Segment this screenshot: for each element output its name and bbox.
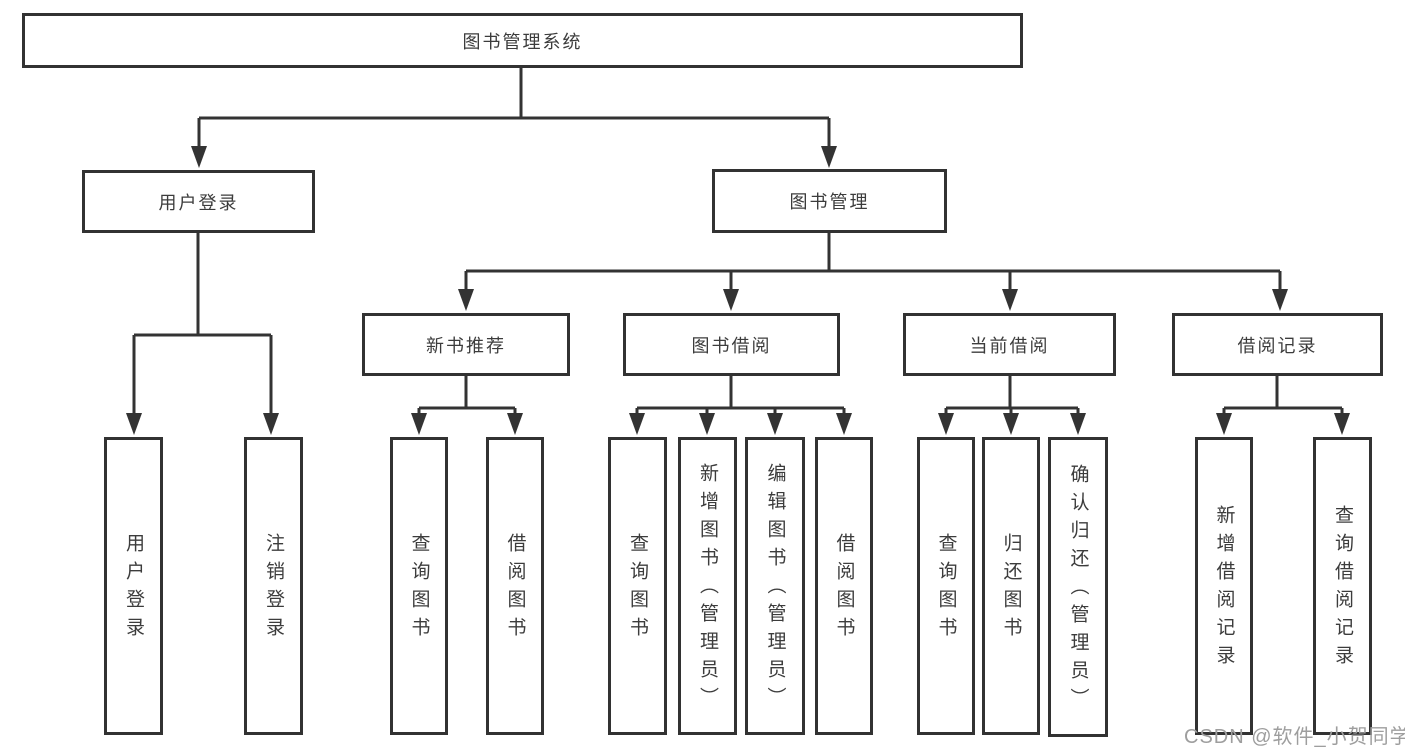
node-root-library-system: 图书管理系统 — [22, 13, 1023, 68]
leaf-query-books-recommend: 查询图书 — [390, 437, 448, 735]
leaf-add-books-admin: 新增图书（管理员） — [678, 437, 737, 735]
leaf-user-login: 用户登录 — [104, 437, 163, 735]
node-book-borrow: 图书借阅 — [623, 313, 840, 376]
node-book-management: 图书管理 — [712, 169, 947, 233]
node-user-login: 用户登录 — [82, 170, 315, 233]
leaf-query-books-current: 查询图书 — [917, 437, 975, 735]
leaf-add-borrow-record: 新增借阅记录 — [1195, 437, 1253, 735]
leaf-borrow-books-recommend: 借阅图书 — [486, 437, 544, 735]
csdn-watermark: CSDN @软件_小贺同学 — [1184, 726, 1405, 747]
leaf-return-books: 归还图书 — [982, 437, 1040, 735]
node-borrow-record: 借阅记录 — [1172, 313, 1383, 376]
node-current-borrow: 当前借阅 — [903, 313, 1116, 376]
leaf-edit-books-admin: 编辑图书（管理员） — [745, 437, 805, 735]
leaf-borrow-books: 借阅图书 — [815, 437, 873, 735]
leaf-query-books-borrow: 查询图书 — [608, 437, 667, 735]
node-new-book-recommend: 新书推荐 — [362, 313, 570, 376]
leaf-logout: 注销登录 — [244, 437, 303, 735]
leaf-query-borrow-record: 查询借阅记录 — [1313, 437, 1372, 735]
leaf-confirm-return-admin: 确认归还（管理员） — [1048, 437, 1108, 737]
